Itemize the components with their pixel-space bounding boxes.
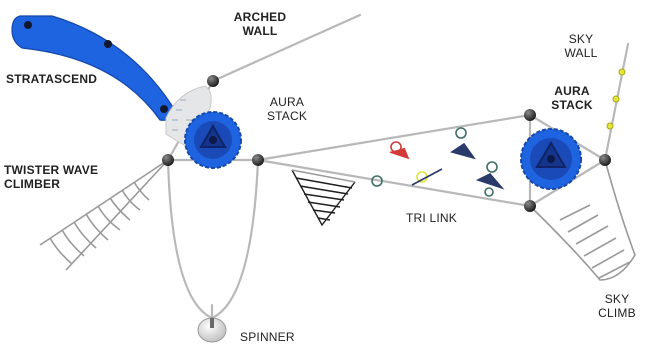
label-aura-stack-right-line1: AURA: [554, 84, 590, 98]
label-sky-climb-line2: CLIMB: [598, 306, 636, 320]
rope-left-to-right-top: [256, 113, 532, 162]
label-aura-stack-left-line2: STACK: [266, 109, 308, 123]
label-arched-wall: ARCHED WALL: [228, 10, 292, 38]
label-sky-wall-line2: WALL: [564, 46, 598, 60]
clip-teal-2: [371, 175, 383, 187]
clip-teal-1: [455, 127, 467, 139]
node-right-top: [524, 109, 536, 121]
label-arched-wall-line2: WALL: [242, 24, 278, 38]
stratascend-arch: [11, 15, 177, 121]
aura-stack-left: [184, 111, 242, 169]
rope-spinner-loop: [166, 158, 260, 320]
clip-teal-4: [484, 187, 494, 197]
label-sky-wall-line1: SKY: [568, 32, 594, 46]
twister-wave-climber: [39, 159, 169, 271]
node-left: [162, 154, 174, 166]
sky-wall-holds: [606, 68, 626, 130]
tri-link-net: [291, 169, 356, 227]
node-center: [252, 154, 264, 166]
label-twister-wave: TWISTER WAVE CLIMBER: [4, 163, 98, 191]
label-spinner: SPINNER: [240, 330, 295, 344]
node-top: [207, 75, 219, 87]
clip-teal-3: [486, 161, 498, 173]
rope-arched-mast: [211, 13, 362, 83]
label-aura-stack-right-line2: STACK: [551, 98, 593, 112]
label-twister-wave-line1: TWISTER WAVE: [4, 163, 99, 177]
label-sky-climb: SKY CLIMB: [592, 292, 642, 320]
rope-left-to-right-bottom: [256, 158, 532, 208]
node-right-bottom: [524, 200, 536, 212]
label-aura-stack-left: AURA STACK: [262, 95, 312, 123]
arched-wall-surface: [165, 85, 212, 149]
label-sky-climb-line1: SKY: [604, 292, 630, 306]
connection-nodes: [162, 75, 611, 212]
label-aura-stack-left-line1: AURA: [269, 95, 305, 109]
label-tri-link: TRI LINK: [406, 211, 457, 225]
label-stratascend: STRATASCEND: [6, 72, 98, 86]
spinner-icon: [197, 317, 227, 343]
sky-climb-ladder: [529, 159, 636, 281]
node-skywall: [599, 154, 611, 166]
label-arched-wall-line1: ARCHED: [233, 10, 287, 24]
label-aura-stack-right: AURA STACK: [544, 84, 600, 112]
label-twister-wave-line2: CLIMBER: [4, 177, 61, 191]
aura-stack-right: [520, 128, 582, 190]
net-clips: [371, 127, 505, 197]
label-sky-wall: SKY WALL: [556, 32, 606, 60]
